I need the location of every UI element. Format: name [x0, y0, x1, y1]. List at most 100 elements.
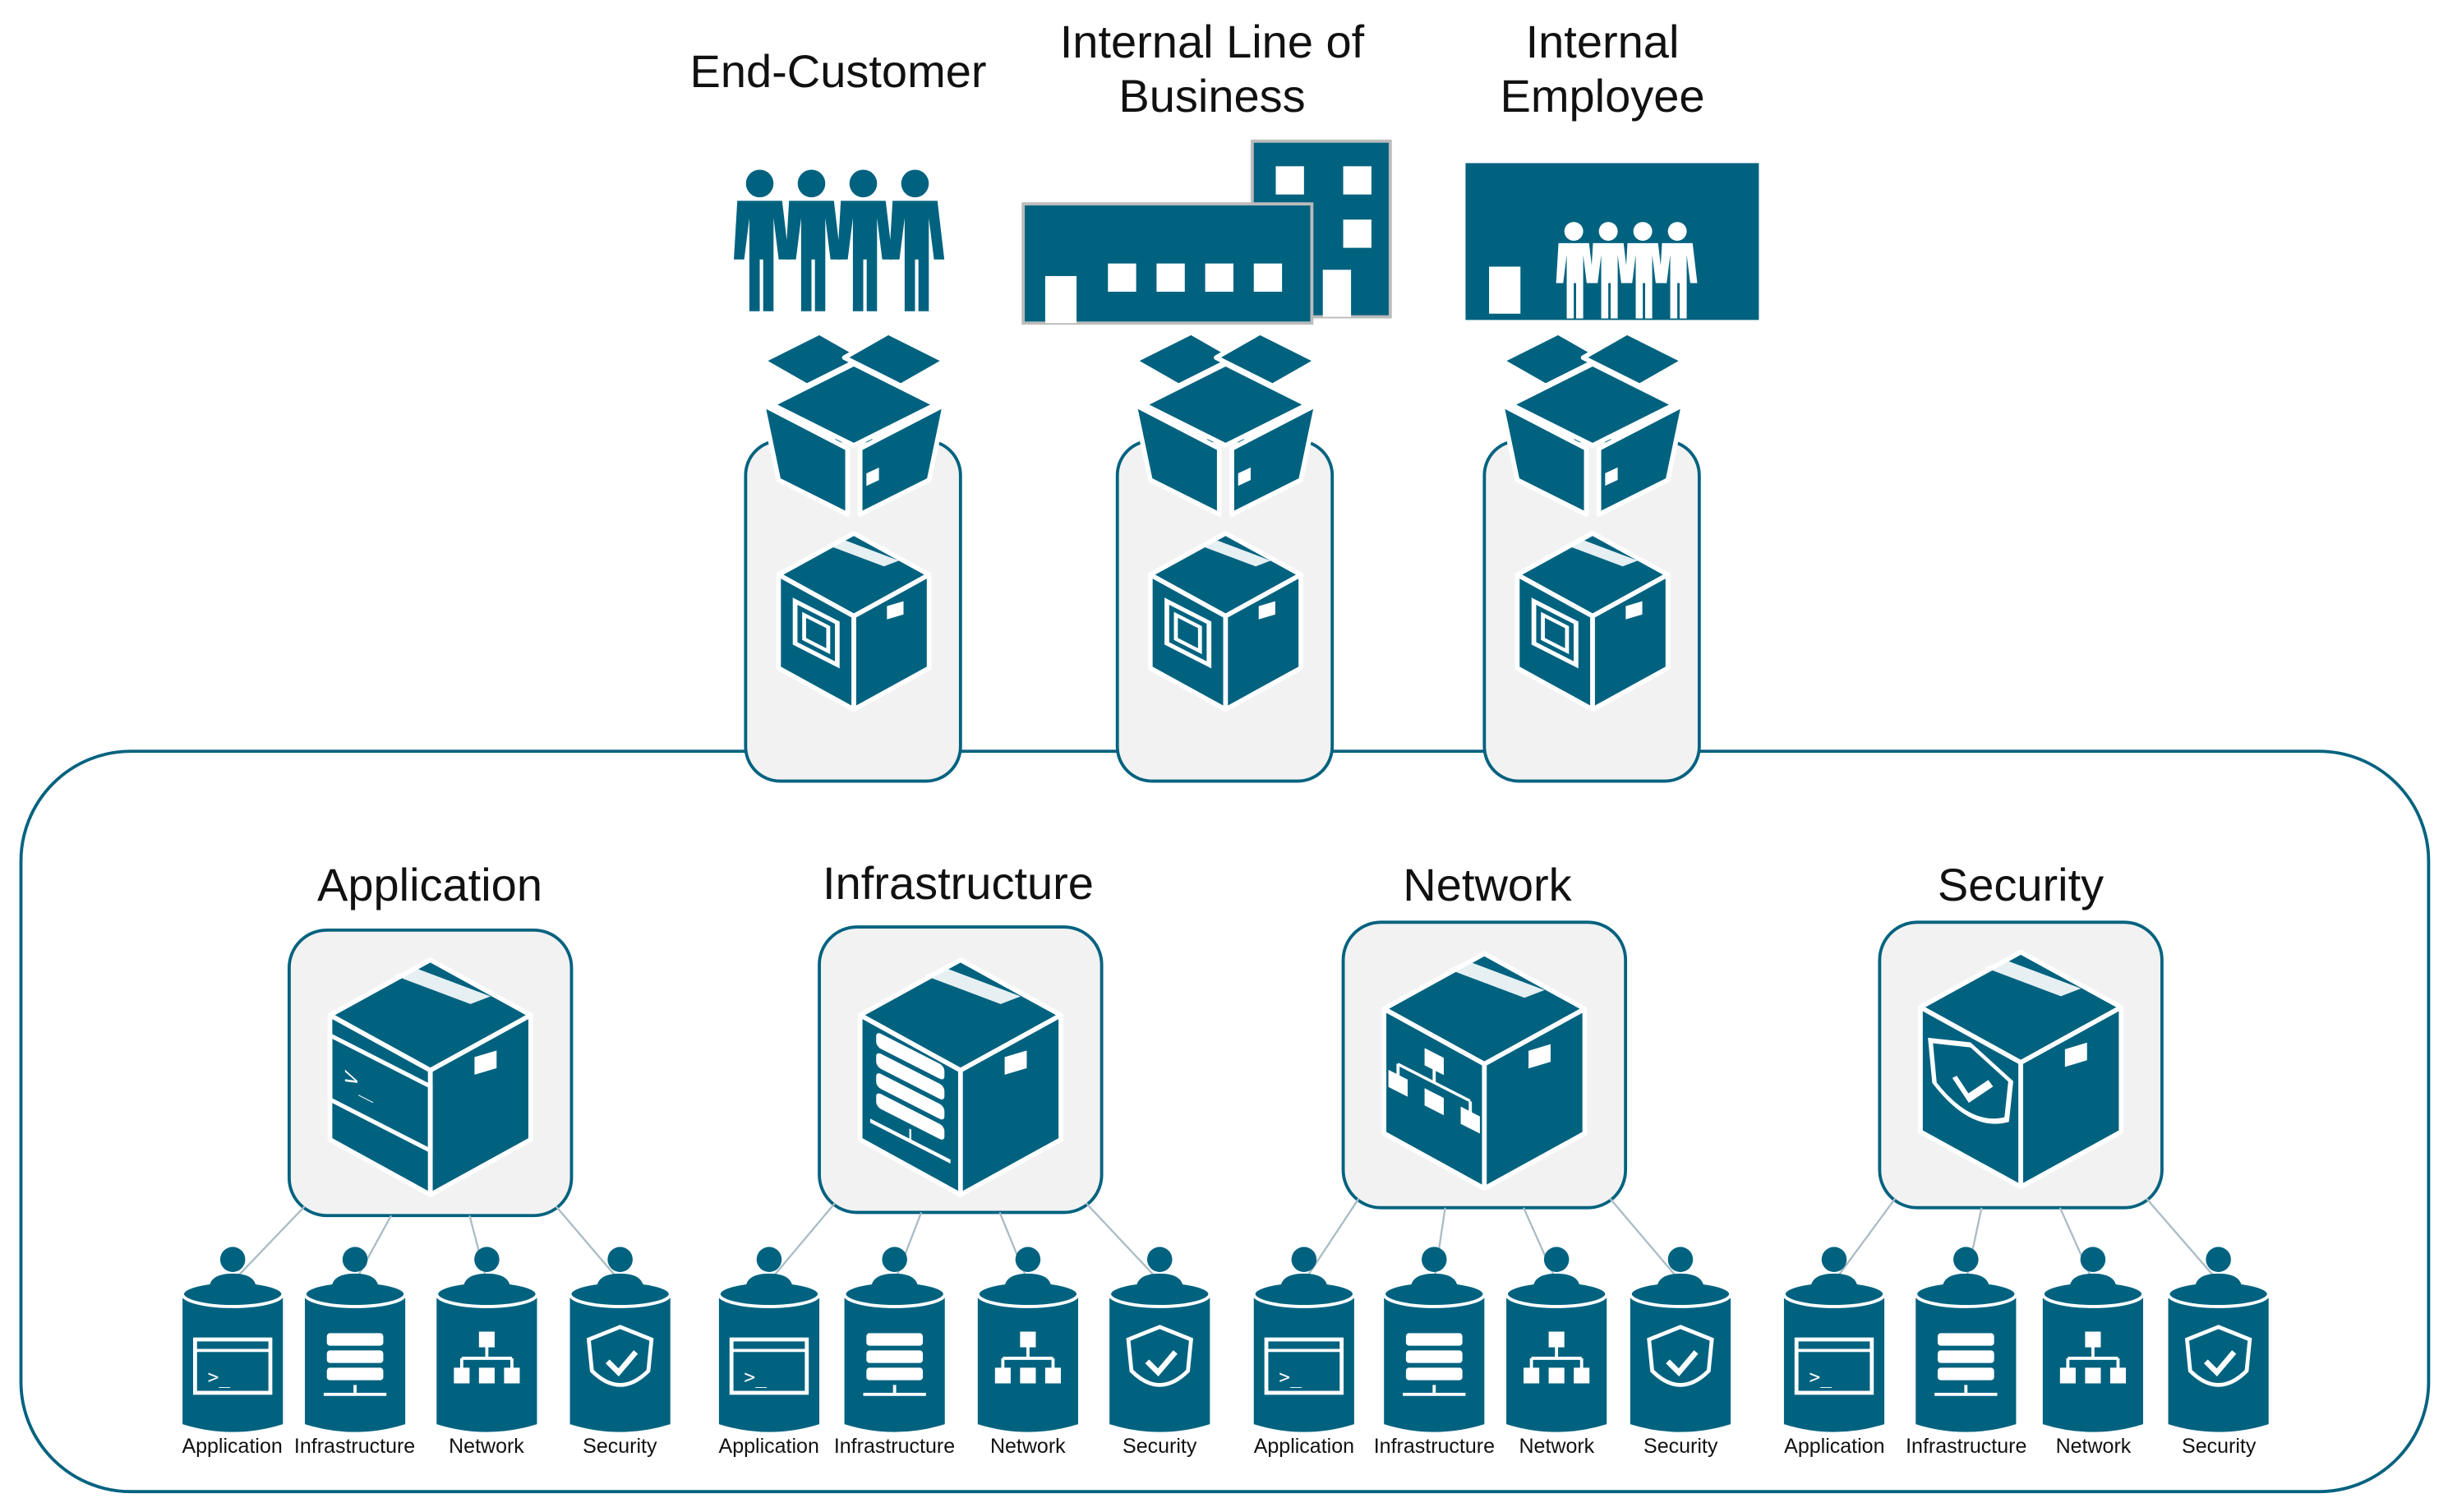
user-icon [1004, 1247, 1052, 1289]
buildings-icon [1021, 139, 1392, 325]
shield-check-icon [1126, 1325, 1193, 1387]
team-cylinder [1505, 1247, 1609, 1432]
person-icon [837, 169, 893, 311]
user-icon [1280, 1247, 1328, 1289]
team-label: Security [583, 1435, 657, 1459]
connector-line [232, 1205, 306, 1283]
team-cylinder [1382, 1247, 1487, 1432]
team-label: Security [1123, 1435, 1197, 1459]
team-label: Infrastructure [293, 1435, 416, 1459]
user-icon [871, 1247, 919, 1289]
server-box-icon [857, 957, 1063, 1197]
person-icon [734, 169, 790, 311]
network-tree-icon [1524, 1331, 1590, 1384]
domain-title-security: Security [1937, 859, 2105, 910]
domain-title-infrastructure: Infrastructure [823, 857, 1094, 909]
open-box-icon [760, 330, 947, 517]
team-cylinder: >_ [1252, 1247, 1356, 1432]
connector-line [1609, 1197, 1681, 1283]
team-label: Application [1784, 1435, 1885, 1459]
terminal-icon: >_ [1794, 1337, 1874, 1395]
svg-text:>_: >_ [1279, 1367, 1302, 1388]
open-box-icon [1132, 330, 1319, 517]
team-label: Network [2055, 1435, 2132, 1459]
server-rack-icon [323, 1333, 387, 1396]
user-icon [209, 1247, 256, 1289]
open-box-icon [1499, 330, 1686, 517]
person-icon [888, 169, 945, 311]
terminal-icon: >_ [1264, 1337, 1344, 1395]
team-label: Infrastructure [1906, 1435, 2027, 1459]
team-cylinder [1914, 1247, 2018, 1432]
team-cylinder [568, 1247, 672, 1432]
connector-line [768, 1202, 837, 1283]
shield-check-icon [2184, 1325, 2252, 1387]
shield-box-icon [1918, 949, 2124, 1190]
chip-box-icon [1147, 531, 1303, 712]
team-cylinder [842, 1247, 947, 1432]
consumer-title-internal-employee: Internal Employee [1500, 16, 1705, 122]
domain-title-network: Network [1403, 859, 1572, 910]
network-tree-icon [994, 1331, 1061, 1384]
domain-title-application: Application [317, 859, 542, 910]
team-label: Network [989, 1435, 1066, 1459]
connector-line [2145, 1197, 2220, 1283]
consumer-title-end-customer: End-Customer [689, 45, 987, 97]
team-cylinder [303, 1247, 408, 1432]
team-label: Application [1253, 1435, 1355, 1459]
team-cylinder: >_ [717, 1247, 821, 1432]
user-icon [331, 1247, 379, 1289]
user-icon [463, 1247, 511, 1289]
office-with-people-icon [1465, 163, 1759, 320]
server-rack-icon [1934, 1333, 1998, 1396]
team-cylinder: >_ [1782, 1247, 1886, 1432]
user-icon [1136, 1247, 1183, 1289]
chip-box-icon [1514, 531, 1671, 712]
team-label: Network [1519, 1435, 1595, 1459]
user-icon [745, 1247, 793, 1289]
user-icon [1810, 1247, 1858, 1289]
server-rack-icon [1403, 1333, 1466, 1396]
user-icon [1533, 1247, 1580, 1289]
connector-line [1833, 1197, 1897, 1283]
connector-line [1302, 1197, 1360, 1283]
team-cylinder [2166, 1247, 2271, 1432]
shield-check-icon [1647, 1325, 1714, 1387]
user-icon [1657, 1247, 1704, 1289]
team-label: Infrastructure [833, 1435, 956, 1459]
team-label: Network [449, 1435, 524, 1459]
team-label: Security [2182, 1435, 2257, 1459]
terminal-icon: >_ [192, 1337, 273, 1395]
team-cylinder [975, 1247, 1080, 1432]
user-icon [1410, 1247, 1458, 1289]
user-icon [1942, 1247, 1989, 1289]
terminal-box-icon: >_ [327, 957, 533, 1197]
connector-line [555, 1205, 621, 1283]
people-group-icon [734, 169, 945, 311]
team-label: Security [1644, 1435, 1718, 1459]
server-rack-icon [863, 1333, 926, 1396]
terminal-icon: >_ [729, 1337, 809, 1395]
team-label: Application [718, 1435, 819, 1459]
network-box-icon [1381, 951, 1588, 1192]
team-cylinder [435, 1247, 539, 1432]
consumer-title-line-of-business: Internal Line of Business [1059, 16, 1365, 122]
shield-check-icon [586, 1325, 654, 1387]
network-tree-icon [2059, 1331, 2127, 1384]
team-cylinder [2040, 1247, 2145, 1432]
user-icon [2069, 1247, 2117, 1289]
team-label: Infrastructure [1373, 1435, 1496, 1459]
person-icon [786, 169, 841, 311]
chip-box-icon [776, 531, 932, 712]
svg-text:>_: >_ [208, 1367, 231, 1388]
team-label: Application [182, 1435, 283, 1459]
svg-text:>_: >_ [744, 1367, 767, 1388]
connector-line [1085, 1202, 1161, 1283]
team-cylinder [1108, 1247, 1212, 1432]
team-cylinder [1628, 1247, 1732, 1432]
svg-text:>_: >_ [1809, 1367, 1832, 1388]
team-cylinder: >_ [181, 1247, 285, 1432]
user-icon [2194, 1247, 2243, 1289]
